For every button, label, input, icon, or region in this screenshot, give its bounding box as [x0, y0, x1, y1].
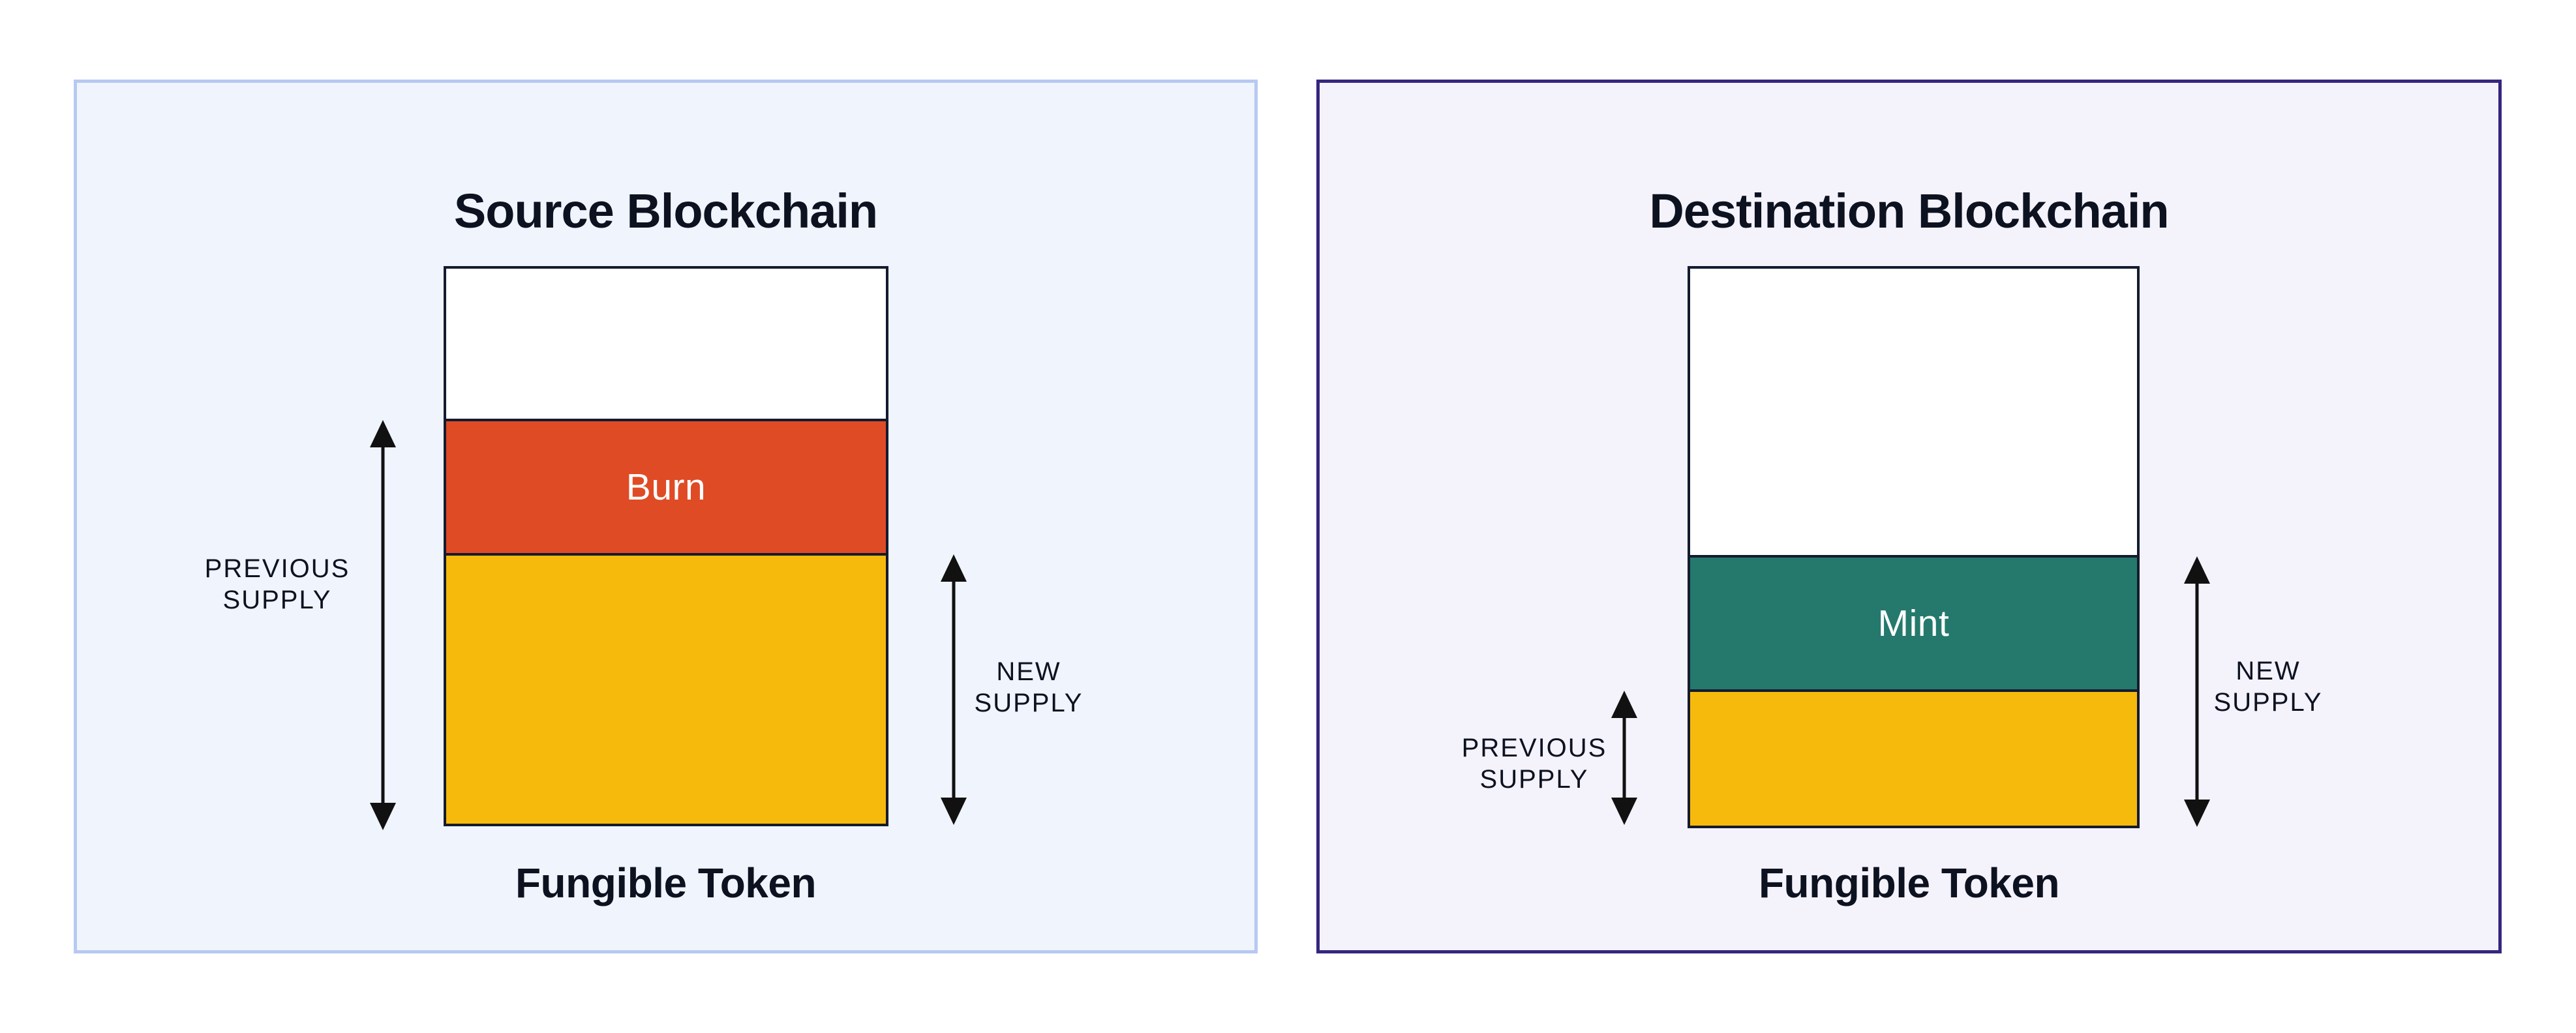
- source-token-label: Fungible Token: [515, 860, 817, 906]
- label-line: SUPPLY: [2213, 688, 2323, 717]
- destination-token-supply-bar: Mint: [1688, 266, 2140, 828]
- double-headed-arrow-icon: [1611, 691, 1637, 825]
- label-line: NEW: [996, 657, 1061, 686]
- source-token-supply-bar: Burn: [444, 266, 888, 826]
- label-line: PREVIOUS: [1461, 734, 1607, 762]
- source-panel-content: Source Blockchain Burn PREVIOUS SUPPLY: [74, 80, 1258, 953]
- double-headed-arrow-icon: [2184, 556, 2210, 827]
- burn-segment-label: Burn: [626, 466, 706, 508]
- label-line: SUPPLY: [222, 586, 332, 614]
- destination-token-label: Fungible Token: [1758, 860, 2060, 906]
- destination-previous-supply-arrow: [1609, 689, 1640, 826]
- destination-previous-supply-segment: [1690, 689, 2137, 826]
- destination-previous-supply-label: PREVIOUS SUPPLY: [1404, 732, 1665, 795]
- label-line: NEW: [2235, 657, 2301, 685]
- double-headed-arrow-icon: [941, 554, 967, 825]
- mint-segment: Mint: [1690, 555, 2137, 689]
- destination-panel-content: Destination Blockchain Mint PREVIOUS SUP…: [1316, 80, 2502, 953]
- destination-blockchain-panel: Destination Blockchain Mint PREVIOUS SUP…: [1316, 80, 2502, 953]
- destination-empty-segment: [1690, 269, 2137, 555]
- destination-new-supply-label: NEW SUPPLY: [2170, 655, 2366, 718]
- source-previous-supply-label: PREVIOUS SUPPLY: [147, 553, 408, 616]
- mint-segment-label: Mint: [1877, 603, 1950, 644]
- double-headed-arrow-icon: [370, 420, 396, 830]
- source-empty-segment: [446, 269, 886, 419]
- burn-segment: Burn: [446, 419, 886, 553]
- destination-new-supply-arrow: [2181, 555, 2213, 828]
- source-previous-supply-arrow: [367, 419, 399, 831]
- source-new-supply-arrow: [938, 553, 969, 826]
- source-new-supply-label: NEW SUPPLY: [931, 656, 1127, 719]
- source-panel-title: Source Blockchain: [453, 184, 878, 239]
- destination-panel-title: Destination Blockchain: [1649, 184, 2169, 239]
- source-remaining-supply-segment: [446, 553, 886, 824]
- label-line: SUPPLY: [974, 689, 1083, 717]
- source-blockchain-panel: Source Blockchain Burn PREVIOUS SUPPLY: [74, 80, 1258, 953]
- label-line: SUPPLY: [1479, 765, 1589, 794]
- label-line: PREVIOUS: [204, 554, 350, 583]
